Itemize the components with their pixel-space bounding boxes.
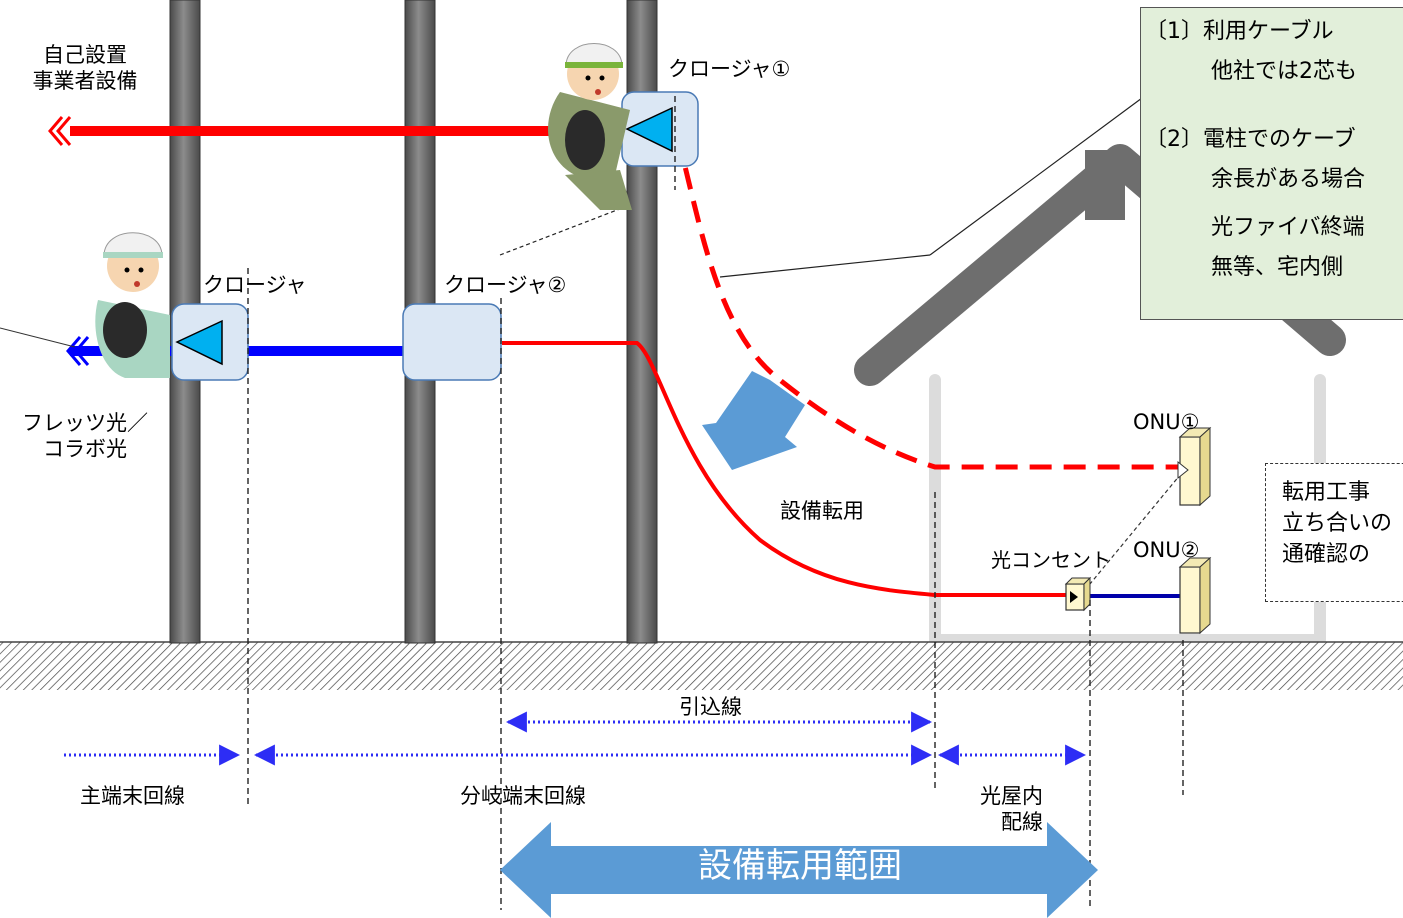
equipment-reuse-label: 設備転用 xyxy=(780,499,864,523)
work-note-line3: 通確認の xyxy=(1282,542,1371,567)
work-note-line1: 転用工事 xyxy=(1282,480,1371,505)
indoor-wiring-label: 光屋内 配線 xyxy=(980,784,1043,834)
ground xyxy=(0,642,1403,690)
note-item1-body: 他社では2芯も xyxy=(1211,59,1357,84)
drop-line-label: 引込線 xyxy=(679,695,742,719)
branch-terminal-line-label: 分岐端末回線 xyxy=(460,784,586,808)
closure-2 xyxy=(402,303,502,381)
drop-cable xyxy=(502,341,1070,597)
chimney xyxy=(1085,150,1125,220)
onu-2-label: ONU② xyxy=(1133,538,1200,562)
closure-label: クロージャ xyxy=(203,273,307,297)
worker-illustration-2 xyxy=(95,232,170,378)
onu-2-device xyxy=(1179,566,1201,634)
work-note-line2: 立ち合いの xyxy=(1282,511,1393,536)
closure-1-label: クロージャ① xyxy=(668,57,791,81)
optical-outlet-label: 光コンセント xyxy=(991,548,1111,572)
reuse-range-label: 設備転用範囲 xyxy=(698,846,902,886)
boundary-guides xyxy=(247,96,1184,910)
onu-1-label: ONU① xyxy=(1133,410,1200,434)
note-item2-line1: 余長がある場合 xyxy=(1211,167,1366,192)
note-item2-title: 〔2〕電柱でのケーブ xyxy=(1145,127,1356,152)
note-item1-title: 〔1〕利用ケーブル xyxy=(1145,19,1334,44)
reuse-arrow xyxy=(702,371,805,470)
worker-illustration-1 xyxy=(548,43,632,210)
note-item2-line3: 無等、宅内側 xyxy=(1211,255,1344,280)
note-box: 〔1〕利用ケーブル 他社では2芯も 〔2〕電柱でのケーブ 余長がある場合 光ファ… xyxy=(1140,7,1403,320)
main-terminal-line-label: 主端末回線 xyxy=(80,784,185,808)
range-arrows xyxy=(64,711,1087,766)
reuse-range-arrow xyxy=(500,822,1098,918)
flets-label: フレッツ光／ コラボ光 xyxy=(22,411,148,461)
self-equipment-label: 自己設置 事業者設備 xyxy=(32,43,138,93)
existing-drop-line xyxy=(674,134,1182,470)
note-item2-line2: 光ファイバ終端 xyxy=(1211,215,1365,240)
closure-2-label: クロージャ② xyxy=(444,273,567,297)
closure-1-splitter-icon xyxy=(625,106,673,153)
work-note-box: 転用工事 立ち合いの 通確認の xyxy=(1265,463,1403,602)
closure-main-splitter-icon xyxy=(175,319,223,366)
